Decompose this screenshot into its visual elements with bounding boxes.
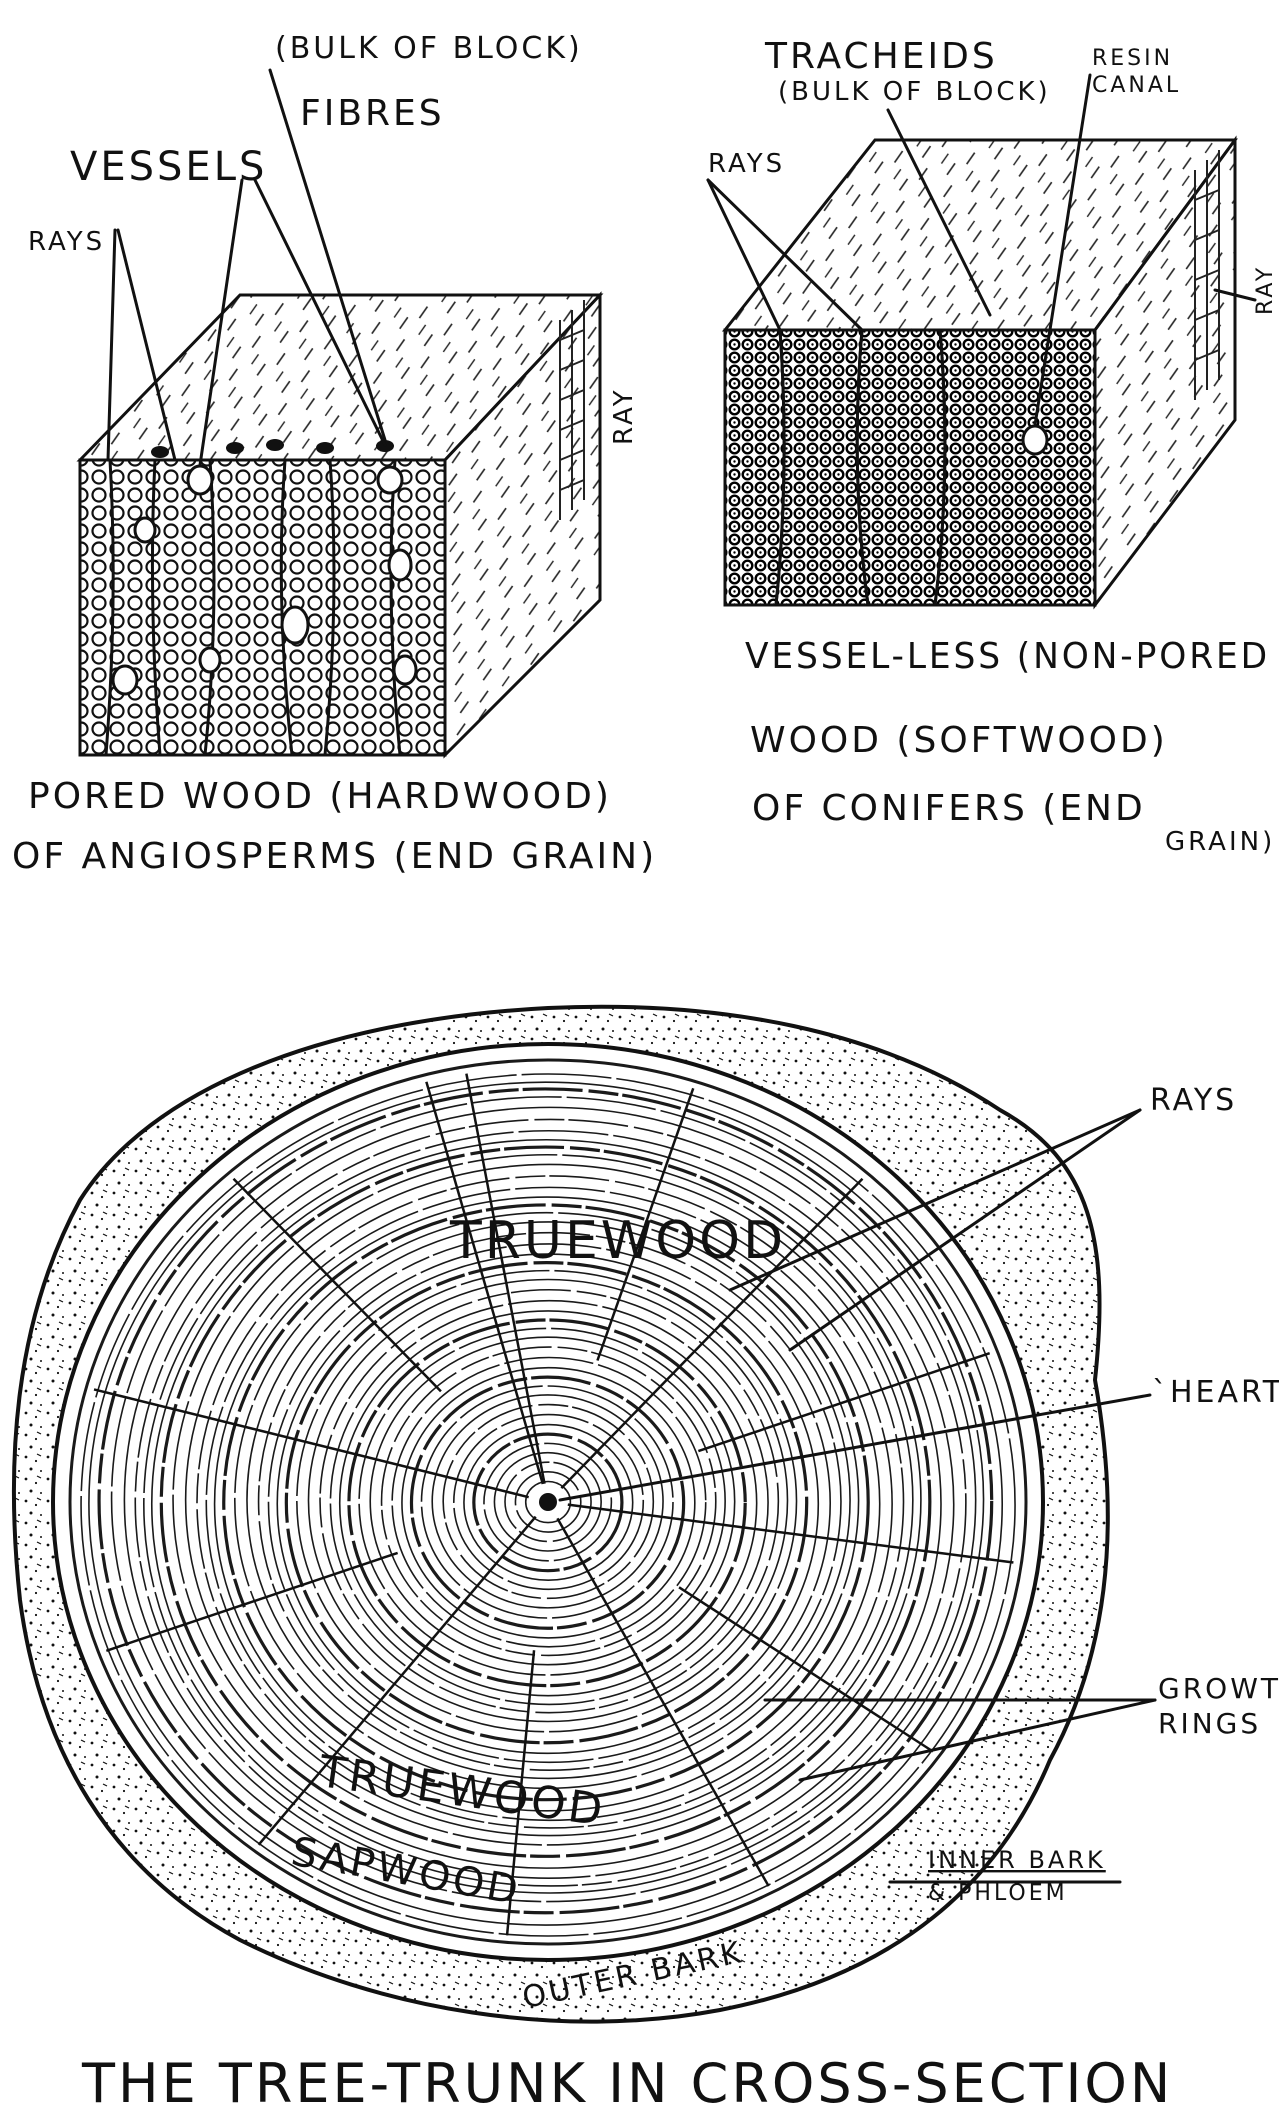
label-growth: GROWTH bbox=[1158, 1672, 1279, 1705]
page-title: THE TREE-TRUNK IN CROSS-SECTION bbox=[81, 2052, 1173, 2115]
label-ray-side-softwood: RAY bbox=[1253, 265, 1278, 315]
label-canal: CANAL bbox=[1092, 73, 1181, 98]
caption-softwood-line-4: GRAIN) bbox=[1165, 827, 1275, 857]
caption-pored-wood-line-1: PORED WOOD (HARDWOOD) bbox=[28, 776, 612, 817]
softwood-block bbox=[725, 140, 1235, 605]
label-bulk-of-block-softwood: (BULK OF BLOCK) bbox=[778, 77, 1051, 107]
label-tracheids: TRACHEIDS bbox=[764, 36, 998, 77]
label-bulk-of-block-hardwood: (BULK OF BLOCK) bbox=[275, 31, 583, 66]
label-inner-bark: INNER BARK bbox=[928, 1846, 1106, 1874]
label-truewood-upper: TRUEWOOD bbox=[449, 1211, 786, 1271]
heart-center bbox=[539, 1493, 557, 1511]
label-rays-hardwood: RAYS bbox=[28, 227, 105, 257]
label-rays-trunk: RAYS bbox=[1150, 1083, 1237, 1118]
label-rays-softwood: RAYS bbox=[708, 149, 785, 179]
label-resin: RESIN bbox=[1092, 46, 1173, 71]
label-rings: RINGS bbox=[1158, 1707, 1261, 1740]
caption-softwood-line-3: OF CONIFERS (END bbox=[752, 788, 1146, 829]
caption-softwood-line-1: VESSEL-LESS (NON-PORED bbox=[745, 636, 1270, 677]
label-ray-side-hardwood: RAY bbox=[609, 387, 639, 445]
caption-pored-wood-line-2: OF ANGIOSPERMS (END GRAIN) bbox=[12, 836, 657, 877]
label-fibres: FIBRES bbox=[300, 93, 445, 134]
label-vessels: VESSELS bbox=[70, 144, 267, 190]
label-heart: `HEART bbox=[1152, 1375, 1279, 1410]
label-phloem: & PHLOEM bbox=[928, 1881, 1068, 1906]
pored-wood-block bbox=[80, 295, 600, 755]
caption-softwood-line-2: WOOD (SOFTWOOD) bbox=[750, 720, 1168, 761]
